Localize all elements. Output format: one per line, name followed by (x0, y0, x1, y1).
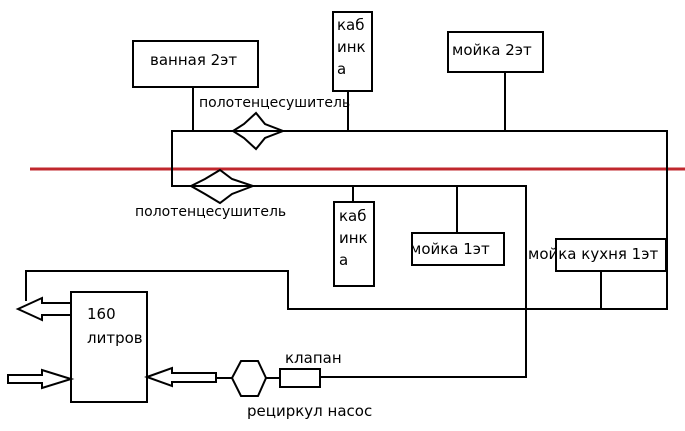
sink-floor2-box (447, 31, 544, 73)
towel-dryer-star-icon (188, 168, 256, 205)
bath-floor2-label: ванная 2эт (150, 51, 238, 69)
arrow-left-icon (15, 296, 72, 322)
towel-dryer-upper-label: полотенцесушитель (199, 95, 351, 111)
towel-dryer-lower-label: полотенцесушитель (135, 204, 287, 220)
cabin-floor1-box (333, 201, 375, 287)
cabin-floor1-label-line2: инк (339, 229, 368, 247)
cabin-floor2-label: каб инк а (337, 14, 366, 80)
upper-main-pipe (25, 130, 668, 310)
tank-box (70, 291, 148, 403)
tank-label: 160 литров (87, 302, 143, 350)
cabin-floor2-label-line2: инк (337, 38, 366, 56)
arrow-left-icon (144, 366, 217, 388)
sink-kitchen-label: мойка кухня 1эт (528, 245, 659, 263)
arrow-right-icon (7, 368, 75, 390)
sink-floor1-box (411, 232, 505, 266)
sink-floor2-label: мойка 2эт (452, 41, 532, 59)
sink-floor1-label: мойка 1эт (410, 240, 490, 258)
cabin-floor2-box (332, 11, 373, 92)
cabin-floor1-label-line3: а (339, 251, 349, 269)
cabin-floor2-label-line3: а (337, 60, 347, 78)
cabin-floor1-label: каб инк а (339, 205, 368, 271)
cabin-floor2-label-line1: каб (337, 16, 365, 34)
valve-body (279, 368, 321, 388)
valve-label: клапан (285, 349, 342, 367)
bath-floor2-box (132, 40, 259, 88)
tank-volume: 160 (87, 305, 116, 323)
lower-main-pipe (171, 181, 527, 378)
tank-unit: литров (87, 329, 143, 347)
towel-dryer-star-icon (231, 111, 286, 151)
cabin-floor1-label-line1: каб (339, 207, 367, 225)
pump-hexagon-icon (230, 360, 268, 397)
pump-label: рециркул насос (247, 402, 373, 420)
sink-kitchen-box (555, 238, 667, 272)
